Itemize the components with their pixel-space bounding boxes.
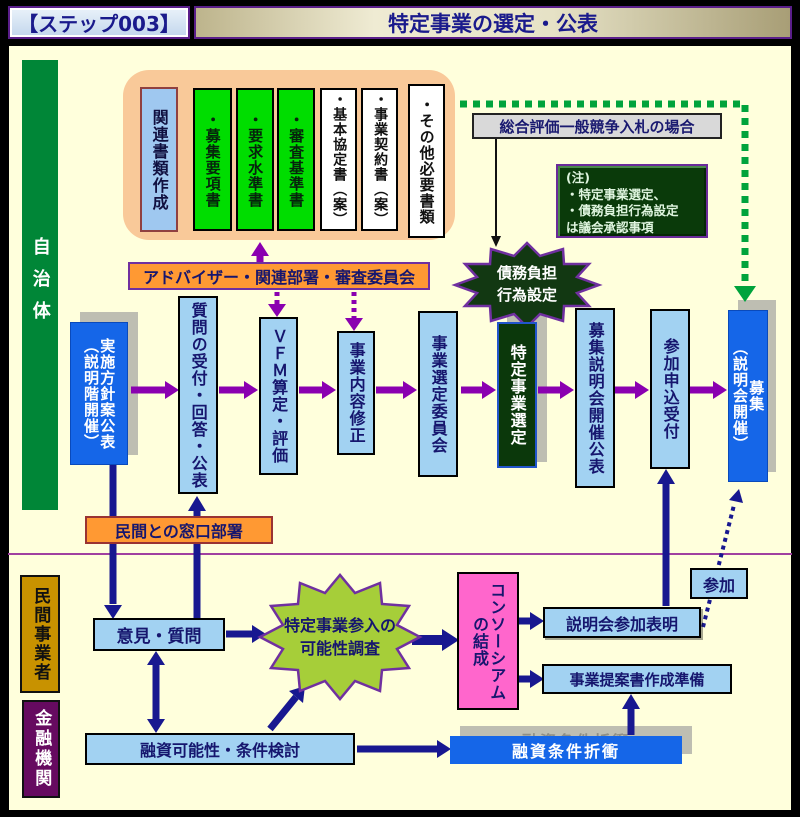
opinion-question-box: 意見・質問 — [93, 618, 225, 651]
page-title: 特定事業の選定・公表 — [194, 6, 792, 39]
doc-item-shinsa-kijun: ・審査基準書 — [277, 88, 315, 231]
bid-case-arrowhead — [491, 236, 501, 247]
briefing-dotted-connector — [701, 504, 736, 628]
lane-government: 自治体 — [22, 60, 58, 510]
doc-item-yokyu-suijun: ・要求水準書 — [236, 88, 274, 231]
briefing-entry-box: 説明会参加表明 — [543, 607, 701, 638]
loan-study-box: 融資可能性・条件検討 — [85, 733, 355, 765]
flow-step-application: 参加申込受付 — [650, 309, 690, 469]
flow-step-committee: 事業選定委員会 — [418, 311, 458, 477]
consortium-box: コンソーシアム の結成 — [457, 572, 519, 710]
bid-case-label: 総合評価一般競争入札の場合 — [472, 113, 722, 139]
flow-arrowheads — [165, 381, 727, 399]
contact-bar: 民間との窓口部署 — [85, 516, 273, 544]
green-dotted-arrowhead — [734, 286, 756, 302]
loan-negotiation-box: 融資条件折衝 — [450, 736, 682, 764]
lane-financial: 金融機関 — [22, 700, 60, 798]
proposal-prep-box: 事業提案書作成準備 — [542, 664, 732, 694]
doc-item-kihon-kyotei: ・基本協定書（案） — [320, 88, 357, 231]
flow-step-questions: 質問の受付・回答・公表 — [178, 296, 218, 494]
flow-step-recruitment: 募集 （説明会開催） — [728, 310, 768, 482]
flow-step-vfm: ＶＦＭ算定・評価 — [259, 317, 298, 475]
flow-step-project-selection: 特定事業選定 — [497, 322, 537, 468]
flow-step-policy-publication: 実施方針案公表 （説明階開催） — [70, 322, 128, 465]
survey-burst-shape — [257, 573, 423, 701]
advisor-up-arrowhead — [251, 242, 269, 256]
participate-box: 参加 — [690, 568, 748, 599]
lane-divider — [8, 553, 792, 555]
flow-step-briefing-publication: 募集説明会開催公表 — [575, 308, 615, 488]
debt-burst-shape — [451, 241, 603, 329]
doc-item-jigyo-keiyaku: ・事業契約書（案） — [361, 88, 398, 231]
survey-burst-label: 特定事業参入の 可能性調査 — [283, 615, 396, 658]
doc-item-bosyu-yoko: ・募集要項書 — [193, 88, 232, 231]
debt-burst-label: 債務負担 行為設定 — [496, 264, 557, 304]
doc-item-sonota: ・その他必要書類 — [408, 84, 445, 238]
advisor-dashed-arrowhead — [268, 304, 286, 317]
flow-step-revision: 事業内容修正 — [337, 331, 375, 455]
council-note: (注) ・特定事業選定、 ・債務負担行為設定 は議会承認事項 — [556, 164, 708, 238]
advisor-dashed-arrowhead — [345, 318, 363, 331]
lane-private-business: 民間事業者 — [20, 575, 60, 693]
step-badge: 【ステップ003】 — [8, 6, 190, 39]
doc-prep-label: 関連書類作成 — [140, 87, 178, 232]
navy-arrows — [109, 465, 670, 753]
green-dotted-connector — [460, 100, 749, 286]
advisor-bar: アドバイザー・関連部署・審査委員会 — [128, 262, 430, 290]
briefing-dotted-arrowhead — [729, 489, 743, 503]
